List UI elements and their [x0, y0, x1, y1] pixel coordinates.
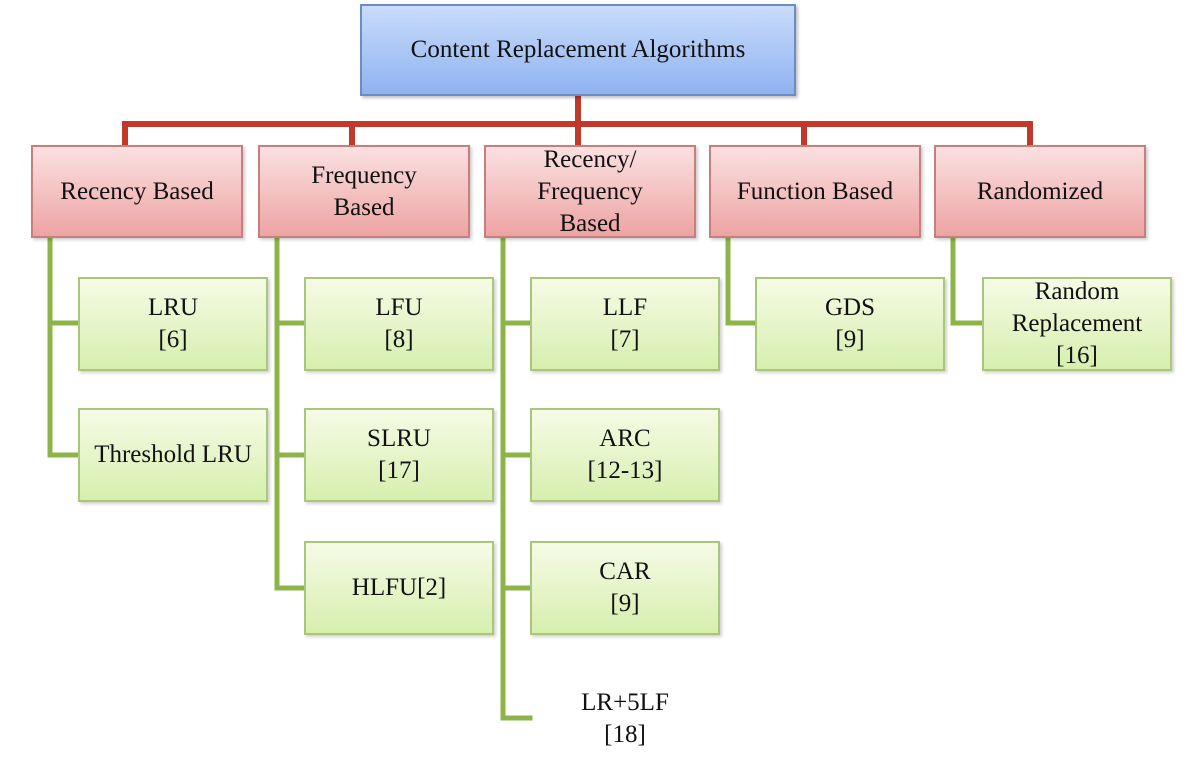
category-function-based: Function Based — [709, 145, 921, 238]
leaf-label: LFU — [375, 294, 423, 321]
leaf-label-line-2: Replacement — [1011, 310, 1143, 337]
leaf-label: LR+5LF — [581, 689, 669, 716]
category-label-line-1: Frequency — [311, 161, 417, 189]
leaf-random-replacement: Random Replacement [16] — [982, 277, 1172, 371]
category-label: Randomized — [976, 177, 1104, 205]
leaf-arc: ARC [12-13] — [530, 408, 720, 502]
leaf-label: SLRU — [367, 425, 431, 452]
leaf-reference: [17] — [378, 457, 420, 484]
leaf-reference: [7] — [610, 326, 640, 353]
category-label: Function Based — [736, 177, 894, 205]
leaf-label-line-1: Random — [1034, 278, 1120, 305]
leaf-lfu: LFU [8] — [304, 277, 494, 371]
category-label: Recency Based — [60, 177, 214, 205]
category-randomized: Randomized — [934, 145, 1146, 238]
leaf-hlfu: HLFU[2] — [304, 541, 494, 635]
leaf-label: LRU — [148, 294, 198, 321]
leaf-car: CAR [9] — [530, 541, 720, 635]
leaf-reference: [18] — [604, 721, 646, 748]
leaf-label: HLFU[2] — [351, 574, 447, 601]
leaf-label: GDS — [824, 294, 875, 321]
leaf-lru: LRU [6] — [78, 277, 268, 371]
category-label-line-1: Recency/ — [543, 145, 637, 173]
root-node: Content Replacement Algorithms — [360, 4, 796, 96]
root-label: Content Replacement Algorithms — [410, 36, 746, 63]
category-frequency-based: Frequency Based — [258, 145, 470, 238]
leaf-threshold-lru: Threshold LRU — [78, 408, 268, 502]
leaf-lr5lf: LR+5LF [18] — [530, 677, 720, 761]
leaf-reference: [6] — [158, 326, 188, 353]
leaf-reference: [9] — [835, 326, 865, 353]
category-recency-frequency-based: Recency/ Frequency Based — [484, 145, 696, 238]
category-label-line-2: Based — [333, 193, 395, 221]
category-recency-based: Recency Based — [31, 145, 243, 238]
leaf-reference: [8] — [384, 326, 414, 353]
leaf-reference: [9] — [610, 590, 640, 617]
leaf-label: Threshold LRU — [94, 441, 252, 468]
leaf-slru: SLRU [17] — [304, 408, 494, 502]
leaf-reference: [16] — [1056, 342, 1098, 369]
leaf-label: CAR — [599, 558, 651, 585]
leaf-gds: GDS [9] — [755, 277, 945, 371]
leaf-label: LLF — [602, 294, 648, 321]
leaf-llf: LLF [7] — [530, 277, 720, 371]
category-label-line-2: Frequency — [537, 177, 643, 205]
leaf-label: ARC — [599, 425, 651, 452]
leaf-reference: [12-13] — [587, 457, 663, 484]
category-label-line-3: Based — [559, 209, 621, 237]
